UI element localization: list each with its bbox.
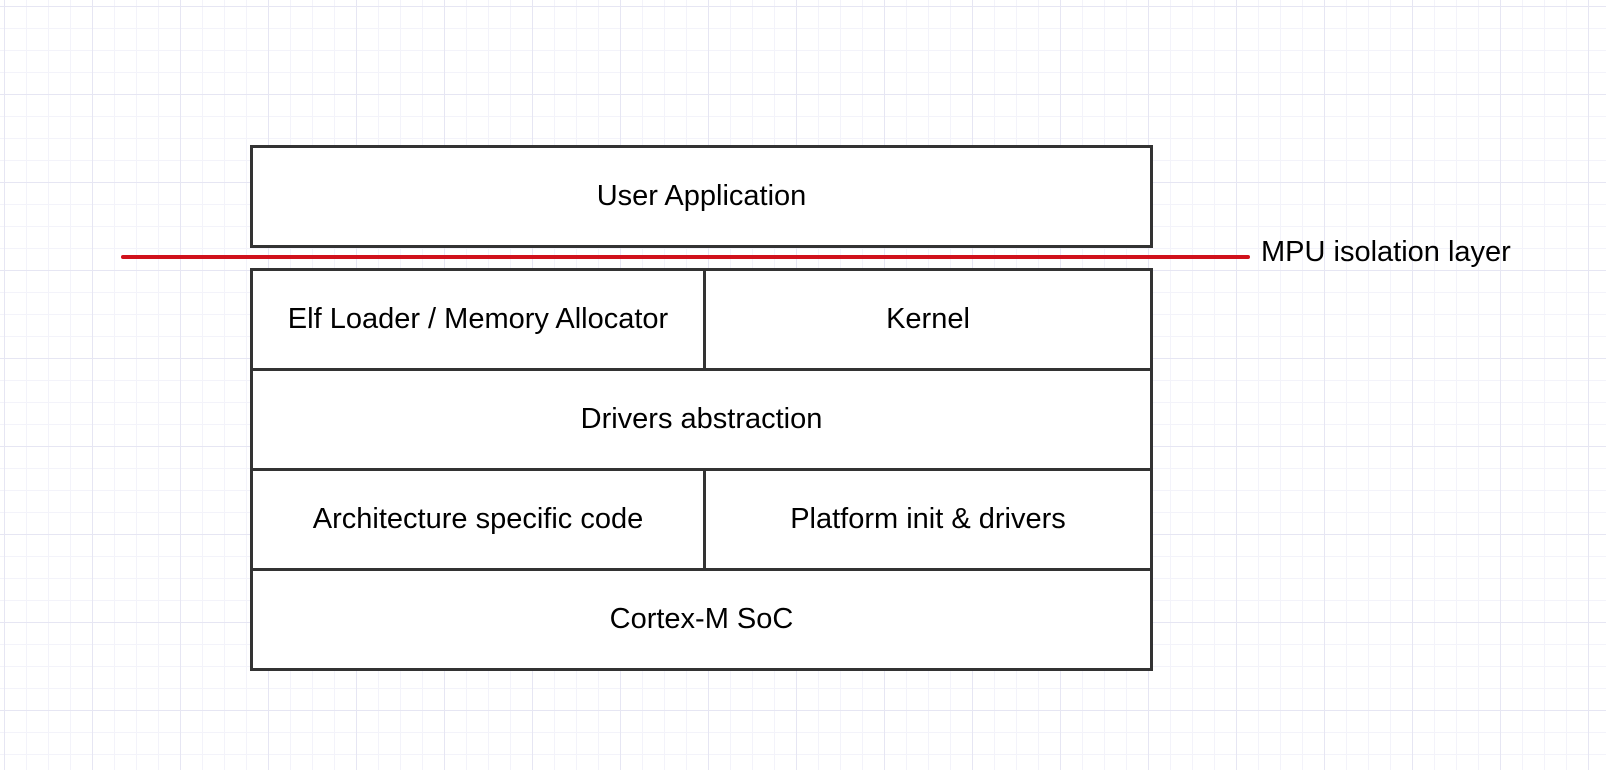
elf-loader-block: Elf Loader / Memory Allocator bbox=[250, 268, 706, 371]
platform-init-block: Platform init & drivers bbox=[703, 468, 1153, 571]
kernel-label: Kernel bbox=[886, 303, 970, 335]
user-application-label: User Application bbox=[596, 180, 807, 212]
mpu-isolation-label: MPU isolation layer bbox=[1261, 236, 1511, 268]
platform-init-label: Platform init & drivers bbox=[790, 503, 1066, 535]
soc-block: Cortex-M SoC bbox=[250, 568, 1153, 671]
drivers-abstraction-label: Drivers abstraction bbox=[580, 403, 823, 435]
architecture-code-block: Architecture specific code bbox=[250, 468, 706, 571]
architecture-code-label: Architecture specific code bbox=[312, 503, 644, 535]
user-application-block: User Application bbox=[250, 145, 1153, 248]
drivers-abstraction-block: Drivers abstraction bbox=[250, 368, 1153, 471]
kernel-block: Kernel bbox=[703, 268, 1153, 371]
elf-loader-label: Elf Loader / Memory Allocator bbox=[287, 303, 669, 335]
soc-label: Cortex-M SoC bbox=[609, 603, 794, 635]
mpu-isolation-line bbox=[121, 255, 1250, 259]
